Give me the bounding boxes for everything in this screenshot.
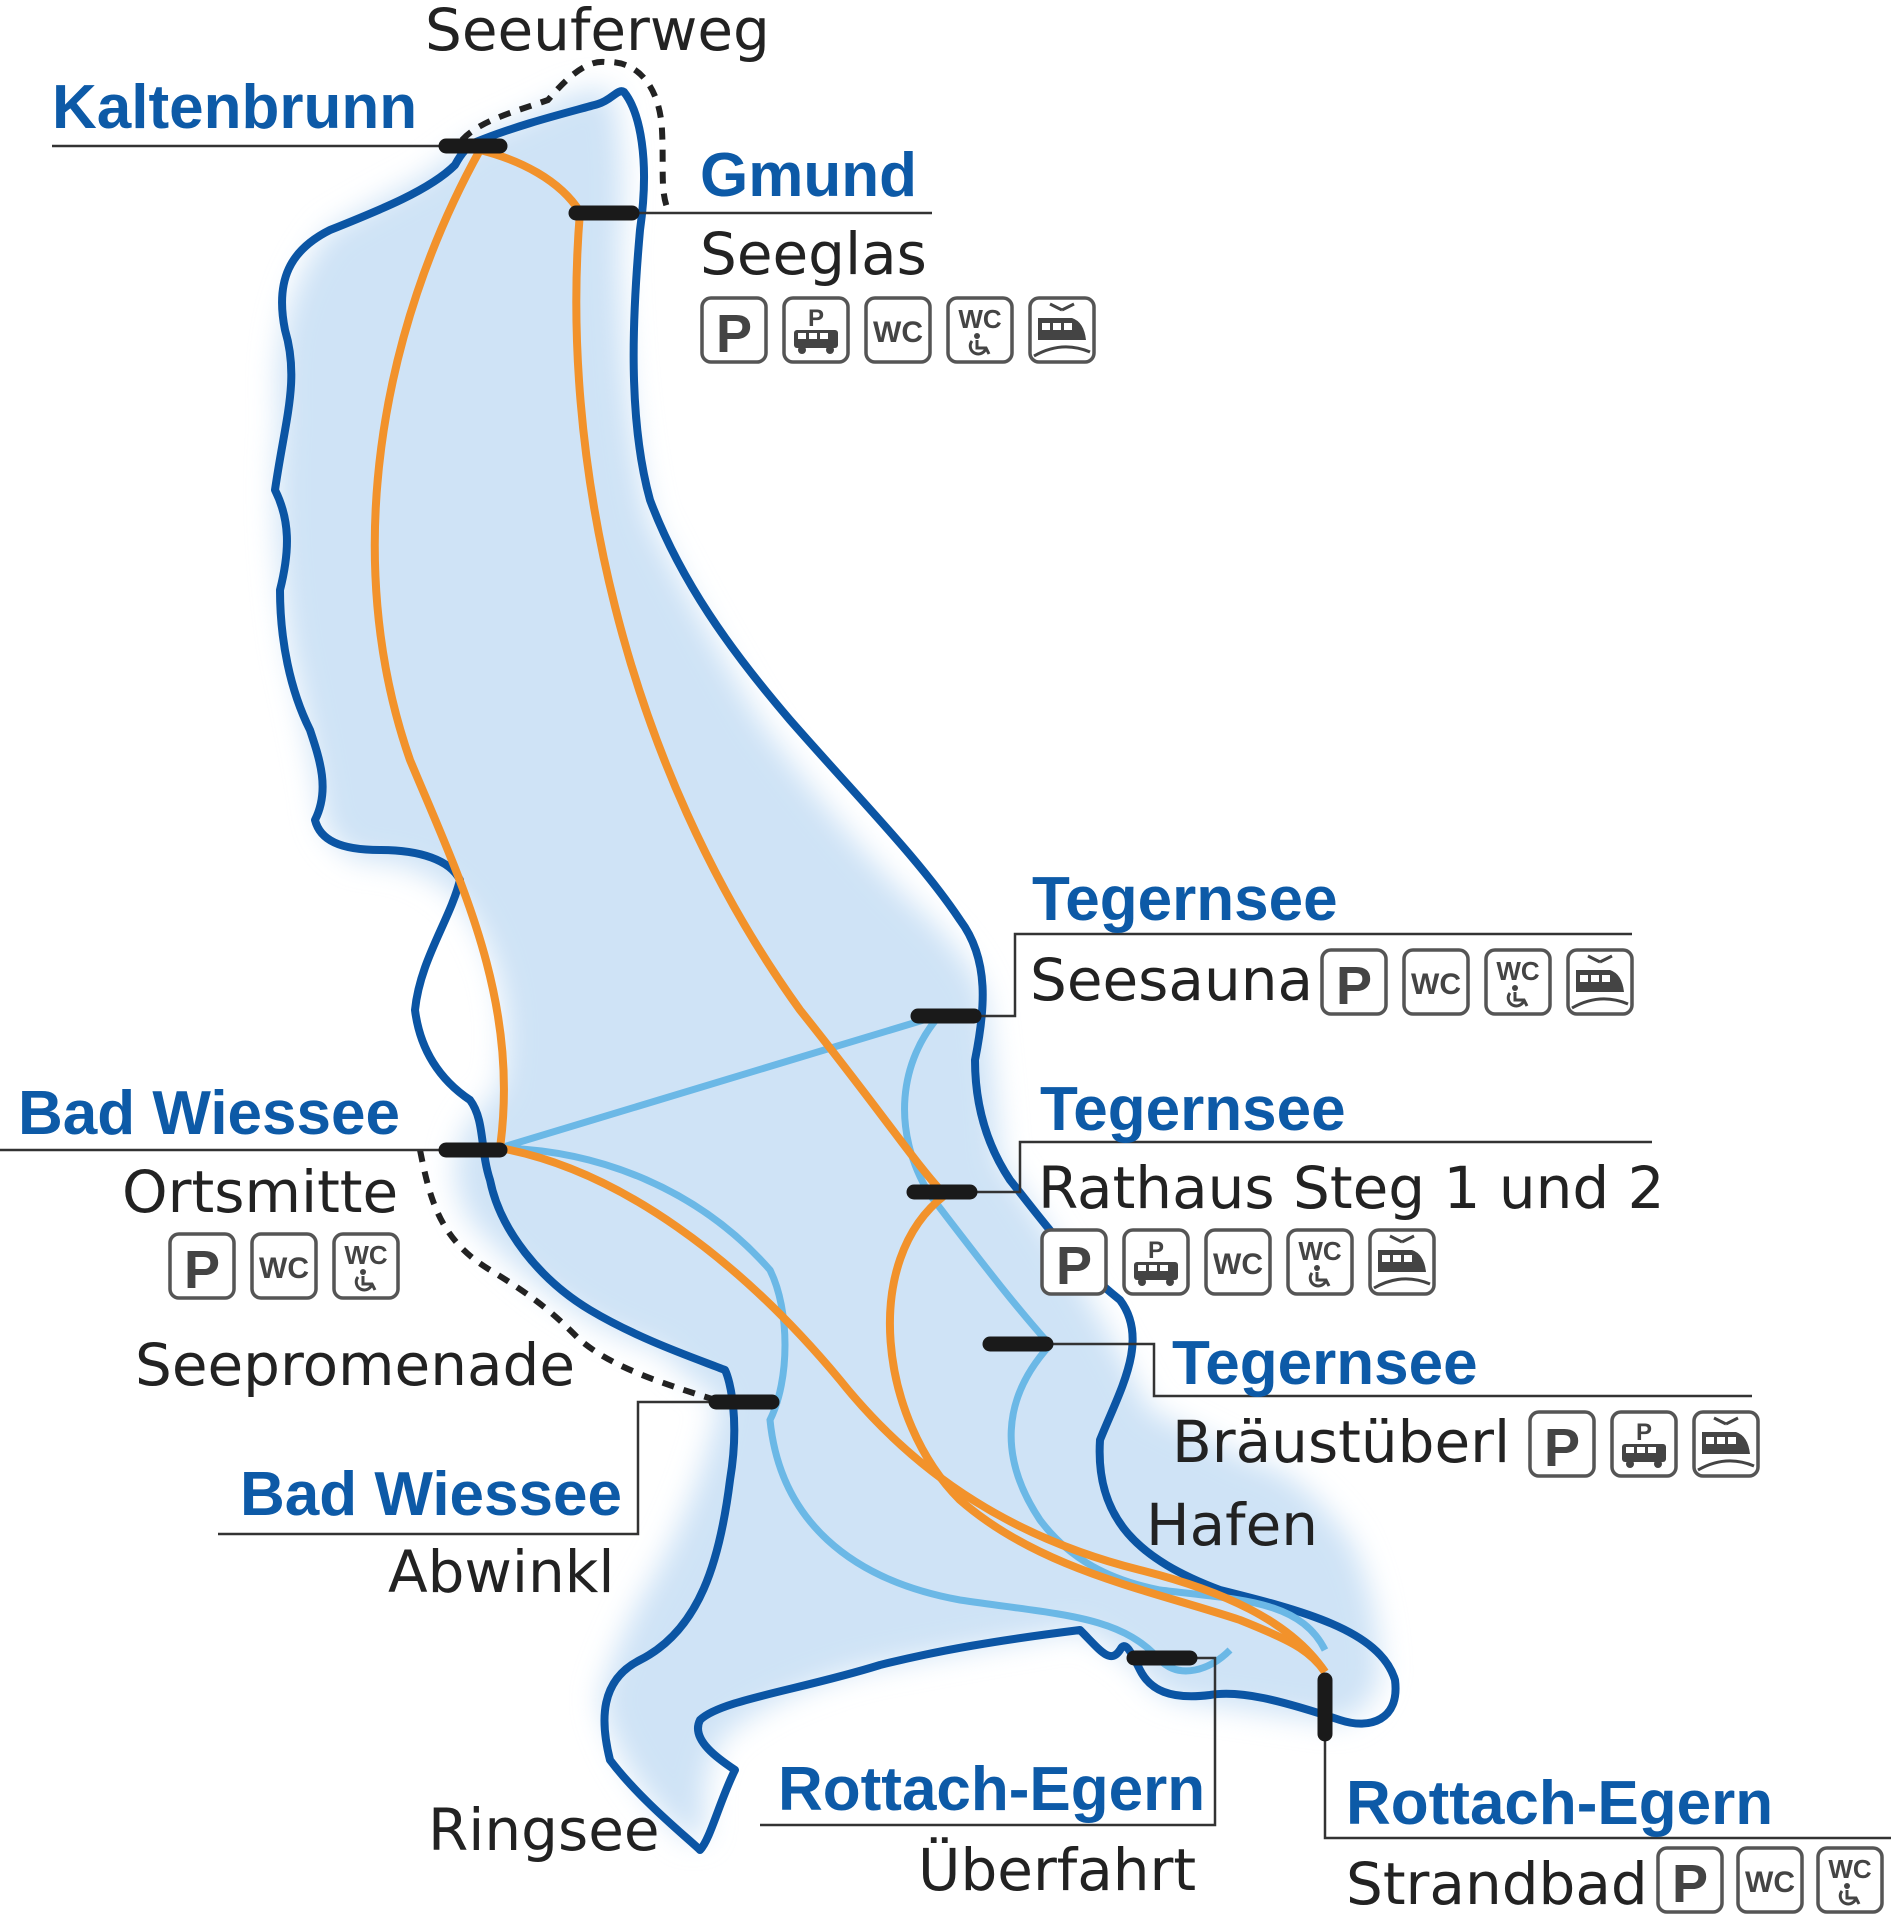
label-seepromenade: Seepromenade [135,1331,575,1399]
stop-braeustueberl: Bräustüberl [1172,1408,1510,1476]
wc-icon [864,296,932,364]
parking-icon [1040,1228,1108,1298]
wc-icon [1204,1228,1272,1296]
wc-accessible-icon [1816,1846,1884,1914]
town-tegernsee-rathaus: Tegernsee [1040,1075,1346,1144]
walkway-seepromenade [417,1149,723,1405]
icons-strandbad [1656,1846,1884,1916]
piers [438,138,1333,1742]
icons-braeustueberl [1528,1410,1760,1480]
parking-icon [700,296,768,366]
lake-glow [276,89,1381,1841]
parking-icon [1528,1410,1596,1480]
stop-seeglas: Seeglas [700,220,927,288]
train-icon [1692,1410,1760,1478]
train-icon [1566,948,1634,1016]
icons-ortsmitte [168,1232,400,1302]
icons-rathaus [1040,1228,1436,1298]
route-main [370,146,1329,1675]
stop-strandbad: Strandbad [1346,1850,1648,1918]
icons-seeglas [700,296,1096,366]
stop-ueberfahrt: Überfahrt [918,1836,1196,1904]
stop-seesauna: Seesauna [1030,946,1313,1014]
town-badwiessee-abwinkl: Bad Wiessee [240,1460,622,1529]
wc-accessible-icon [332,1232,400,1300]
bus-parking-icon [1122,1228,1190,1296]
bus-parking-icon [782,296,850,364]
label-hafen: Hafen [1146,1491,1318,1559]
walkway-seeuferweg [459,58,671,212]
wc-accessible-icon [1286,1228,1354,1296]
town-rottach-ueberfahrt: Rottach-Egern [778,1755,1205,1824]
label-ringsee: Ringsee [428,1796,660,1864]
town-badwiessee-ortsmitte: Bad Wiessee [18,1079,400,1148]
train-icon [1028,296,1096,364]
town-tegernsee-braeustueberl: Tegernsee [1172,1329,1478,1398]
bus-parking-icon [1610,1410,1678,1478]
parking-icon [168,1232,236,1302]
stop-rathaus: Rathaus Steg 1 und 2 [1038,1154,1665,1222]
stop-ortsmitte: Ortsmitte [122,1158,398,1226]
town-kaltenbrunn: Kaltenbrunn [52,73,417,142]
wc-icon [250,1232,318,1300]
town-rottach-strandbad: Rottach-Egern [1346,1769,1773,1838]
label-seeuferweg: Seeuferweg [425,0,770,64]
lake-shoreline [271,87,1400,1854]
wc-accessible-icon [946,296,1014,364]
parking-icon [1656,1846,1724,1916]
town-tegernsee-seesauna: Tegernsee [1032,865,1338,934]
stop-abwinkl: Abwinkl [388,1538,615,1606]
wc-accessible-icon [1484,948,1552,1016]
train-icon [1368,1228,1436,1296]
wc-icon [1736,1846,1804,1914]
parking-icon [1320,948,1388,1018]
town-gmund: Gmund [700,141,917,210]
wc-icon [1402,948,1470,1016]
icons-seesauna [1320,948,1634,1018]
